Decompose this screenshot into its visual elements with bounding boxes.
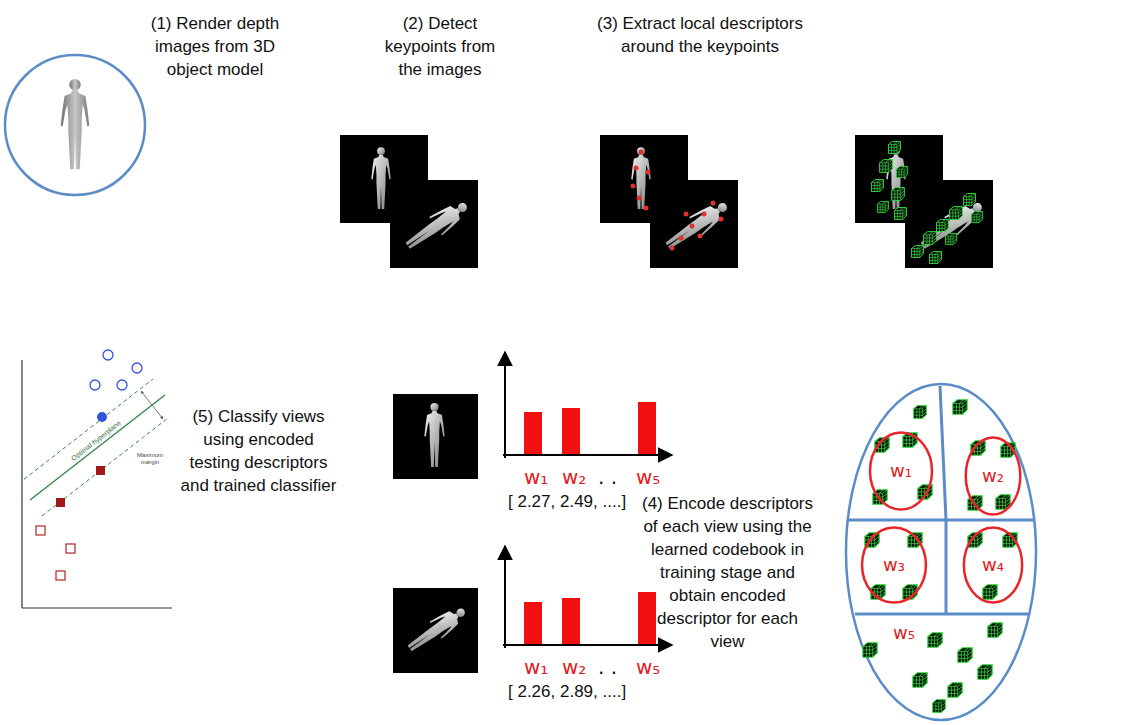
cluster-label: w₁	[890, 460, 912, 482]
cluster-ellipse: w₂	[964, 435, 1022, 517]
codeword-label: w₁	[524, 464, 548, 490]
ellipsis: . .	[598, 464, 617, 490]
cluster-ellipse: w₃	[860, 525, 928, 605]
plot-label: Optimal hyperplane	[66, 415, 127, 465]
codeword-label: w₂	[562, 654, 586, 680]
cluster-label: w₅	[893, 621, 915, 644]
codeword-label: w₅	[636, 654, 660, 680]
step-label: (4) Encode descriptors of each view usin…	[640, 492, 815, 653]
codeword-label: w₂	[562, 464, 586, 490]
vector-values: [ 2.26, 2.89, ....]	[508, 681, 626, 703]
plot-label: Maximum margin	[132, 452, 168, 466]
cluster-ellipse: w₄	[962, 525, 1024, 605]
step-label: (2) Detect keypoints from the images	[375, 12, 505, 81]
ellipse-outline	[862, 527, 926, 602]
codeword-label: w₁	[524, 654, 548, 680]
cluster-label: w₄	[982, 554, 1004, 576]
step-label: (5) Classify views using encoded testing…	[178, 405, 339, 497]
cluster-ellipse: w₁	[868, 430, 934, 512]
step-label: (3) Extract local descriptors around the…	[580, 12, 820, 58]
step-label: (1) Render depth images from 3D object m…	[135, 12, 295, 81]
cluster-label: w₂	[982, 465, 1004, 487]
ellipse-outline	[966, 437, 1021, 514]
ellipse-outline	[964, 527, 1022, 602]
ellipse-outline	[870, 432, 932, 509]
vector-values: [ 2.27, 2.49, ....]	[508, 491, 626, 513]
cluster-label: w₃	[883, 554, 905, 576]
codeword-label: w₅	[636, 464, 660, 490]
ellipsis: . .	[598, 654, 617, 680]
